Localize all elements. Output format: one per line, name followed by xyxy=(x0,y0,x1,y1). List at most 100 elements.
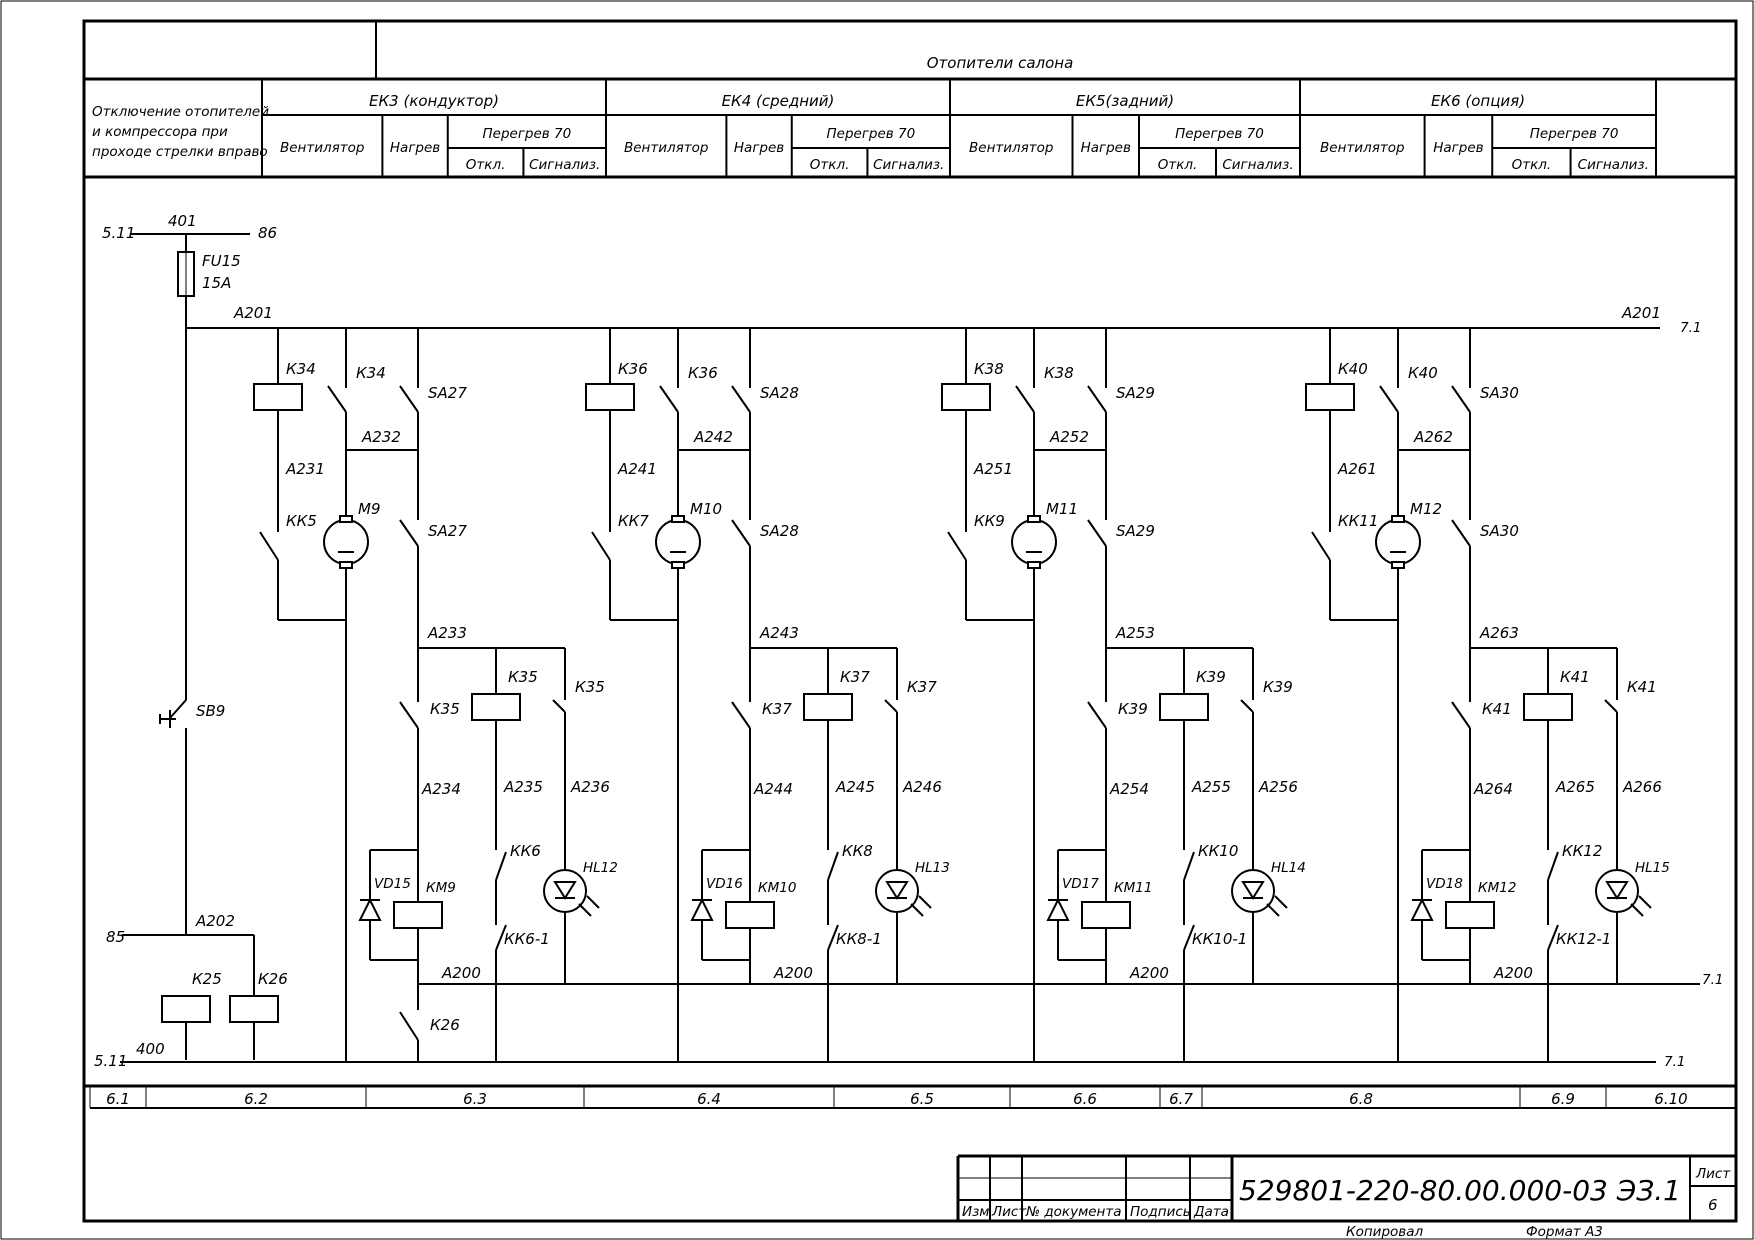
relay-k2-nc-label: К39 xyxy=(1263,678,1293,696)
lamp-led-triangle xyxy=(1241,881,1265,900)
wire-label-a200: А200 xyxy=(441,964,481,982)
motor-label: М10 xyxy=(690,500,722,518)
wire-label-w1: А262 xyxy=(1413,428,1453,446)
relay-k1-label: К38 xyxy=(974,360,1004,378)
diode-label: VD18 xyxy=(1426,876,1463,892)
heater-groups: К34А231КК5К34А232М9SA27SA27А233К35А234VD… xyxy=(186,327,1670,1062)
selector-label-2: SA27 xyxy=(428,522,467,540)
zone-6.3: 6.3 xyxy=(463,1090,487,1108)
col-off-1: Откл. xyxy=(810,157,850,173)
left-desc-line-1: Отключение отопителей xyxy=(92,104,269,120)
lamp-label: HL12 xyxy=(583,860,618,876)
relay-k2-label: К41 xyxy=(1560,668,1590,686)
motor-brush-bottom xyxy=(671,561,685,569)
relay-coil-k1 xyxy=(941,383,991,411)
relay-k1-label: К34 xyxy=(286,360,316,378)
wire-label-a200: А200 xyxy=(1493,964,1533,982)
relay-k1-label: К40 xyxy=(1338,360,1368,378)
sb9-label: SB9 xyxy=(196,702,225,720)
contactor-coil xyxy=(1445,901,1495,929)
col-over-2: Перегрев 70 xyxy=(1175,126,1264,142)
wire-label-w2: А231 xyxy=(285,460,325,478)
relay-k26 xyxy=(229,995,279,1023)
wire-label-w5: А265 xyxy=(1555,778,1595,796)
selector-label-2: SA29 xyxy=(1116,522,1155,540)
relay-coil-k2 xyxy=(1159,693,1209,721)
wire-label-w5: А245 xyxy=(835,778,875,796)
selector-label-2: SA28 xyxy=(760,522,799,540)
relay-coil-k2 xyxy=(471,693,521,721)
k25-label: К25 xyxy=(192,970,222,988)
wire-label-w6: А256 xyxy=(1258,778,1298,796)
motor-brush-bottom xyxy=(1027,561,1041,569)
col-over-1: Перегрев 70 xyxy=(827,126,916,142)
header-title: Отопители салона xyxy=(927,54,1074,72)
col-heat-0: Нагрев xyxy=(390,140,440,156)
zone-6.1: 6.1 xyxy=(106,1090,130,1108)
thermal-contact2-label: КК6-1 xyxy=(504,930,550,948)
relay-k1-contact-label: К40 xyxy=(1408,364,1438,382)
wire-label-w4: А254 xyxy=(1109,780,1149,798)
copied-label: Копировал xyxy=(1346,1224,1424,1240)
lamp-led-triangle xyxy=(553,881,577,900)
motor-symbol xyxy=(1011,519,1057,565)
motor-label: М12 xyxy=(1410,500,1442,518)
motor-brush-top xyxy=(1027,515,1041,523)
motor-brush-top xyxy=(1391,515,1405,523)
left-desc-line-3: проходе стрелки вправо xyxy=(92,144,268,160)
k26-contact-label: К26 xyxy=(430,1016,460,1034)
tb-col-list: Лист xyxy=(991,1204,1027,1220)
wire-label-w5: А235 xyxy=(503,778,543,796)
motor-brush-top xyxy=(671,515,685,523)
relay-k2-label: К37 xyxy=(840,668,870,686)
contactor-label: КМ10 xyxy=(758,880,796,896)
contactor-label: КМ11 xyxy=(1114,880,1152,896)
zone-6.4: 6.4 xyxy=(697,1090,721,1108)
zone-6.8: 6.8 xyxy=(1349,1090,1373,1108)
bus-a200-ref: 7.1 xyxy=(1702,972,1723,988)
wire-label-w6: А246 xyxy=(902,778,942,796)
diode-symbol xyxy=(690,897,714,921)
wire-label-w3: А263 xyxy=(1479,624,1519,642)
lamp-label: HL13 xyxy=(915,860,950,876)
relay-k2-contact-label: К39 xyxy=(1118,700,1148,718)
wire-label-w1: А252 xyxy=(1049,428,1089,446)
fuse-label: FU15 xyxy=(202,252,241,270)
heater-group-1: К34А231КК5К34А232М9SA27SA27А233К35А234VD… xyxy=(186,327,618,1062)
motor-symbol xyxy=(323,519,369,565)
col-heat-3: Нагрев xyxy=(1433,140,1483,156)
relay-k2-contact-label: К35 xyxy=(430,700,460,718)
relay-k2-nc-label: К41 xyxy=(1627,678,1657,696)
wire-label-w1: А242 xyxy=(693,428,733,446)
relay-k2-contact-label: К37 xyxy=(762,700,792,718)
relay-coil-k1 xyxy=(253,383,303,411)
label-85: 85 xyxy=(106,928,125,946)
group-header-2: ЕК5(задний) xyxy=(1076,92,1174,110)
wire-label-a200: А200 xyxy=(1129,964,1169,982)
thermal-contact-label: КК10 xyxy=(1198,842,1238,860)
motor-brush-top xyxy=(339,515,353,523)
selector-label-2: SA30 xyxy=(1480,522,1519,540)
tb-col-izm: Изм xyxy=(962,1204,989,1220)
thermal-contact2-label: КК10-1 xyxy=(1192,930,1247,948)
wire-label-w6: А266 xyxy=(1622,778,1662,796)
relay-coil-k1 xyxy=(585,383,635,411)
heater-group-3: К38А251КК9К38А252М11SA29SA29А253К39А254V… xyxy=(941,327,1306,1062)
thermal-contact-label: КК6 xyxy=(510,842,541,860)
col-sig-1: Сигнализ. xyxy=(873,157,944,173)
wire-label-w4: А244 xyxy=(753,780,793,798)
thermal-switch-label: КК11 xyxy=(1338,512,1378,530)
contactor-label: КМ9 xyxy=(426,880,456,896)
relay-k1-contact-label: К34 xyxy=(356,364,386,382)
sheet-number: 6 xyxy=(1708,1196,1718,1214)
relay-k1-contact-label: К36 xyxy=(688,364,718,382)
lamp-led-triangle xyxy=(1605,881,1629,900)
col-over-3: Перегрев 70 xyxy=(1530,126,1619,142)
wire-label-w2: А261 xyxy=(1337,460,1377,478)
thermal-contact2-label: КК8-1 xyxy=(836,930,882,948)
wire-label-w3: А243 xyxy=(759,624,799,642)
relay-k1-label: К36 xyxy=(618,360,648,378)
